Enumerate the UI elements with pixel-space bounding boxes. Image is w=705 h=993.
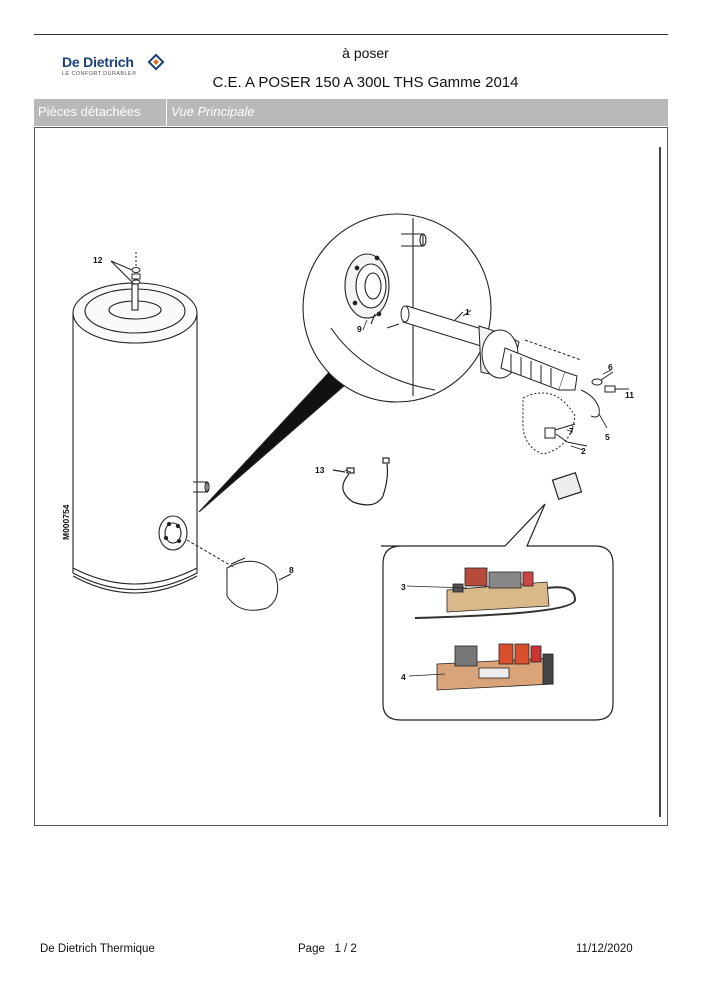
callout-5: 5 bbox=[605, 432, 610, 442]
callout-7: 7 bbox=[569, 426, 574, 436]
top-rule bbox=[34, 34, 668, 35]
callout-2: 2 bbox=[581, 446, 586, 456]
fitting-parts-12 bbox=[110, 252, 141, 285]
callout-1: 1 bbox=[465, 307, 470, 317]
drawing-code: M000754 bbox=[61, 504, 71, 540]
page-subtitle: à poser bbox=[342, 45, 389, 61]
callout-8: 8 bbox=[289, 565, 294, 575]
callout-11: 11 bbox=[625, 390, 634, 400]
leader-lines bbox=[344, 309, 612, 677]
diagram-frame: M000754 bbox=[34, 127, 668, 826]
tab-spare-parts[interactable]: Pièces détachées bbox=[34, 99, 167, 126]
footer-page-value: 1 / 2 bbox=[334, 943, 357, 955]
tab-bar: Pièces détachées Vue Principale bbox=[34, 99, 668, 126]
detail-circle bbox=[198, 213, 492, 513]
callout-6: 6 bbox=[608, 362, 613, 372]
footer-company: De Dietrich Thermique bbox=[40, 943, 155, 955]
footer-date: 11/12/2020 bbox=[576, 943, 633, 955]
small-parts bbox=[522, 371, 629, 455]
callout-12: 12 bbox=[93, 255, 103, 265]
cover-part-8 bbox=[186, 539, 292, 611]
page-title: C.E. A POSER 150 A 300L THS Gamme 2014 bbox=[212, 74, 519, 91]
control-board-3 bbox=[414, 567, 577, 619]
footer-page-label: Page bbox=[298, 943, 325, 955]
brand-logo: De Dietrich LE CONFORT DURABLE® bbox=[62, 53, 182, 84]
callout-4: 4 bbox=[401, 672, 406, 682]
callout-13: 13 bbox=[315, 465, 325, 475]
water-heater-tank bbox=[72, 282, 210, 594]
brand-name: De Dietrich bbox=[62, 54, 134, 70]
tab-main-view[interactable]: Vue Principale bbox=[171, 104, 255, 119]
brand-tagline: LE CONFORT DURABLE® bbox=[62, 71, 137, 77]
callout-3: 3 bbox=[401, 582, 406, 592]
footer-page: Page 1 / 2 bbox=[298, 943, 357, 955]
heating-element-1 bbox=[386, 305, 600, 418]
callout-9: 9 bbox=[357, 324, 362, 334]
cable-part-13 bbox=[332, 457, 390, 506]
scrollbar[interactable] bbox=[659, 147, 661, 817]
control-board-4 bbox=[436, 643, 554, 691]
exploded-view-diagram: M000754 bbox=[61, 213, 634, 721]
